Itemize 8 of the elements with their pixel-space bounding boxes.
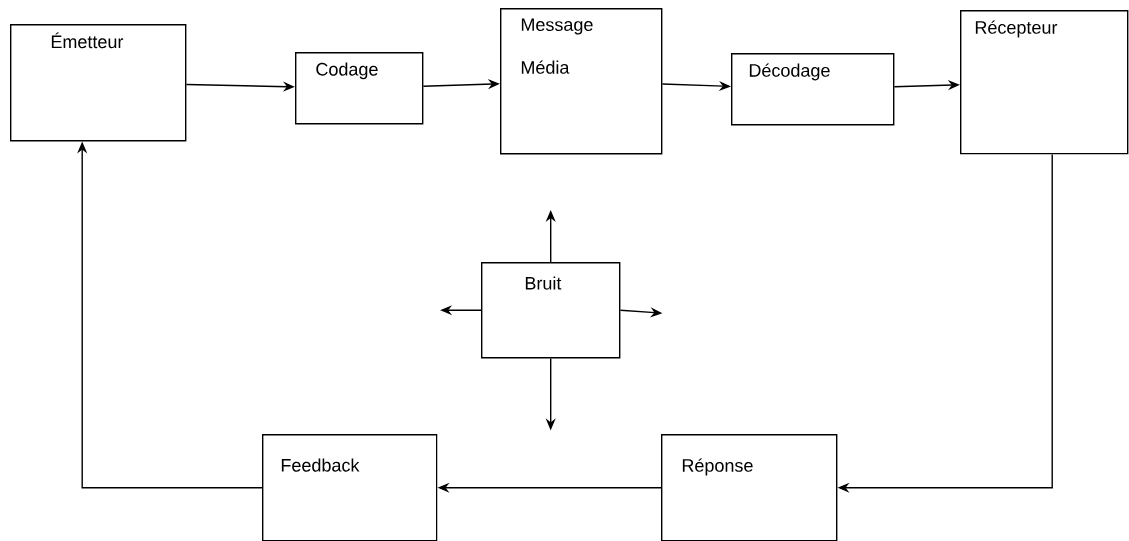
process-box: Décodage bbox=[731, 53, 895, 126]
process-box: Feedback bbox=[262, 434, 438, 541]
process-box: Codage bbox=[295, 52, 424, 125]
process-box: Émetteur bbox=[10, 24, 187, 142]
process-box: Bruit bbox=[481, 262, 621, 359]
process-box: Message Média bbox=[500, 8, 663, 155]
process-box: Réponse bbox=[661, 434, 838, 541]
process-box: Récepteur bbox=[960, 10, 1129, 155]
